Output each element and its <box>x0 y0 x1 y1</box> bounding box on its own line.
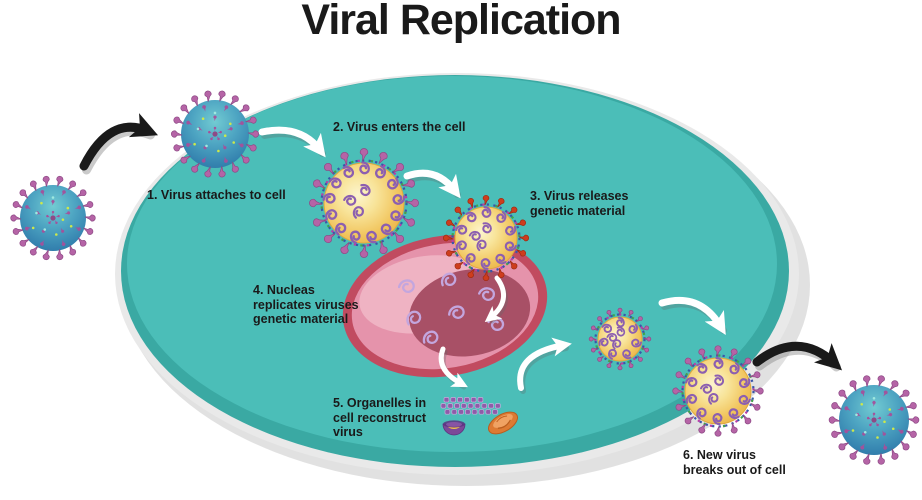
step-4-label: 4. Nucleas replicates viruses genetic ma… <box>253 283 359 326</box>
arrow-virus-escape <box>752 341 843 372</box>
virus-budding-out <box>672 345 764 437</box>
step-6-label: 6. New virus breaks out of cell <box>683 448 786 477</box>
virus-layer <box>10 90 920 465</box>
arrow-organelles-to-virus <box>517 337 572 394</box>
arrow-nucleus-to-organelles <box>438 346 468 390</box>
step-2-label: 2. Virus enters the cell <box>333 120 466 134</box>
virus-attached-to-cell <box>170 90 260 178</box>
step-3-label: 3. Virus releases genetic material <box>530 189 629 218</box>
golgi-organelle <box>488 411 518 435</box>
arrow-step2-to-3 <box>403 169 461 199</box>
arrow-into-nucleus <box>484 275 509 324</box>
arrow-virus-approach <box>79 113 159 175</box>
virus-releasing-genome <box>442 194 530 282</box>
arrow-step1-to-2 <box>258 126 326 158</box>
arrow-step5-to-6 <box>658 296 727 336</box>
virus-entering-cell <box>309 148 419 258</box>
virus-released-free <box>828 375 920 465</box>
vesicle-organelle <box>442 420 466 436</box>
step-5-label: 5. Organelles in cell reconstruct virus <box>333 396 427 439</box>
protein-array-organelle <box>440 397 501 415</box>
virus-reassembled <box>588 307 652 371</box>
virus-free-outside <box>10 175 96 261</box>
step-1-label: 1. Virus attaches to cell <box>147 188 286 202</box>
diagram-title: Viral Replication <box>301 0 621 44</box>
nucleus <box>342 234 548 378</box>
